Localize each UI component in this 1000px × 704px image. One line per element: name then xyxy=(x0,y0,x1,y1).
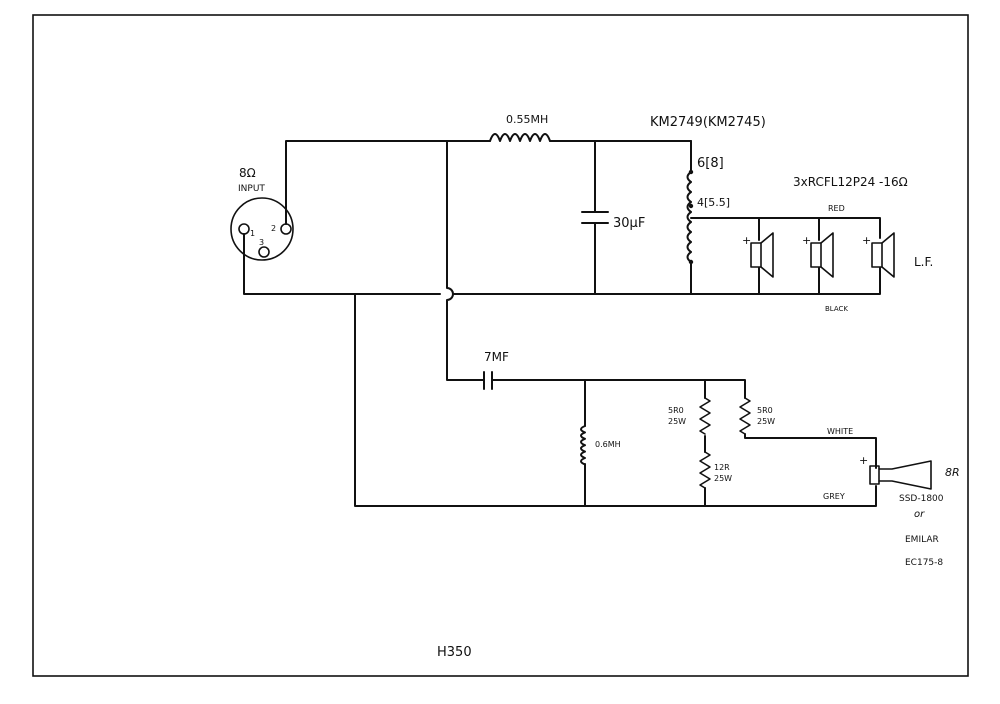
xlr-input-connector xyxy=(230,197,294,261)
hf-driver-impedance: 8R xyxy=(945,466,960,479)
lf-speaker-1 xyxy=(750,232,774,278)
hf-inductor-label: 0.6MH xyxy=(595,440,621,449)
lf-speaker-1-polarity: + xyxy=(742,234,751,247)
lf-negative-rail xyxy=(692,267,881,295)
lf-capacitor-label: 30μF xyxy=(613,216,645,231)
hf-resistor-12r-shunt xyxy=(699,451,711,489)
hf-driver-or: or xyxy=(914,509,925,520)
lf-speaker-3 xyxy=(871,232,895,278)
lf-speaker-2 xyxy=(810,232,834,278)
hf-driver-alt-brand: EMILAR xyxy=(905,535,939,545)
pin-2-label: 2 xyxy=(271,224,276,233)
wire-hf-feed xyxy=(446,140,485,381)
lf-inductor-0.55mh xyxy=(489,133,551,142)
hf-negative-wire-label: GREY xyxy=(823,492,845,501)
hf-driver-model: SSD-1800 xyxy=(899,494,944,504)
hf-horn-driver xyxy=(869,460,932,490)
wire-pin2-to-top-rail xyxy=(285,140,491,225)
tap-dot-mid xyxy=(688,203,694,209)
drawing-id: H350 xyxy=(437,645,472,660)
hf-driver-alt-model: EC175-8 xyxy=(905,558,943,568)
lf-positive-rail xyxy=(690,217,881,239)
lf-inductor-label: 0.55MH xyxy=(506,113,548,126)
lf-speaker-3-polarity: + xyxy=(862,234,871,247)
hf-capacitor-label: 7MF xyxy=(484,350,509,364)
input-label: INPUT xyxy=(238,184,265,194)
pin-1-label: 1 xyxy=(250,229,255,238)
tap-dot-top xyxy=(688,169,694,175)
hf-resistor-5r0-series xyxy=(699,397,711,435)
hf-resistor-5r0-top xyxy=(739,397,751,435)
input-impedance-label: 8Ω xyxy=(239,166,256,180)
lf-positive-wire-label: RED xyxy=(828,204,845,213)
lf-driver-label: L.F. xyxy=(914,255,933,269)
lf-driver-spec: 3xRCFL12P24 -16Ω xyxy=(793,175,908,189)
wire-pin1-to-ground xyxy=(243,233,694,295)
hf-ground-return xyxy=(354,293,877,507)
lf-negative-wire-label: BLACK xyxy=(825,305,848,313)
transformer-label: KM2749(KM2745) xyxy=(650,115,766,130)
drawing-border xyxy=(32,14,969,677)
hf-inductor-0.6mh xyxy=(580,425,586,466)
transformer-tap-high: 6[8] xyxy=(697,156,724,171)
hf-positive-wire-label: WHITE xyxy=(827,427,853,436)
autotransformer-coil xyxy=(686,171,692,263)
wire-resistor-top xyxy=(744,433,877,469)
hf-capacitor-7mf xyxy=(483,371,493,390)
hf-driver-polarity: + xyxy=(859,454,868,467)
lf-speaker-2-polarity: + xyxy=(802,234,811,247)
tap-dot-bottom xyxy=(688,259,694,265)
hf-top-rail xyxy=(491,379,746,399)
transformer-tap-low: 4[5.5] xyxy=(697,196,730,209)
lf-capacitor-30uf xyxy=(581,211,609,224)
pin-3-label: 3 xyxy=(259,238,264,247)
